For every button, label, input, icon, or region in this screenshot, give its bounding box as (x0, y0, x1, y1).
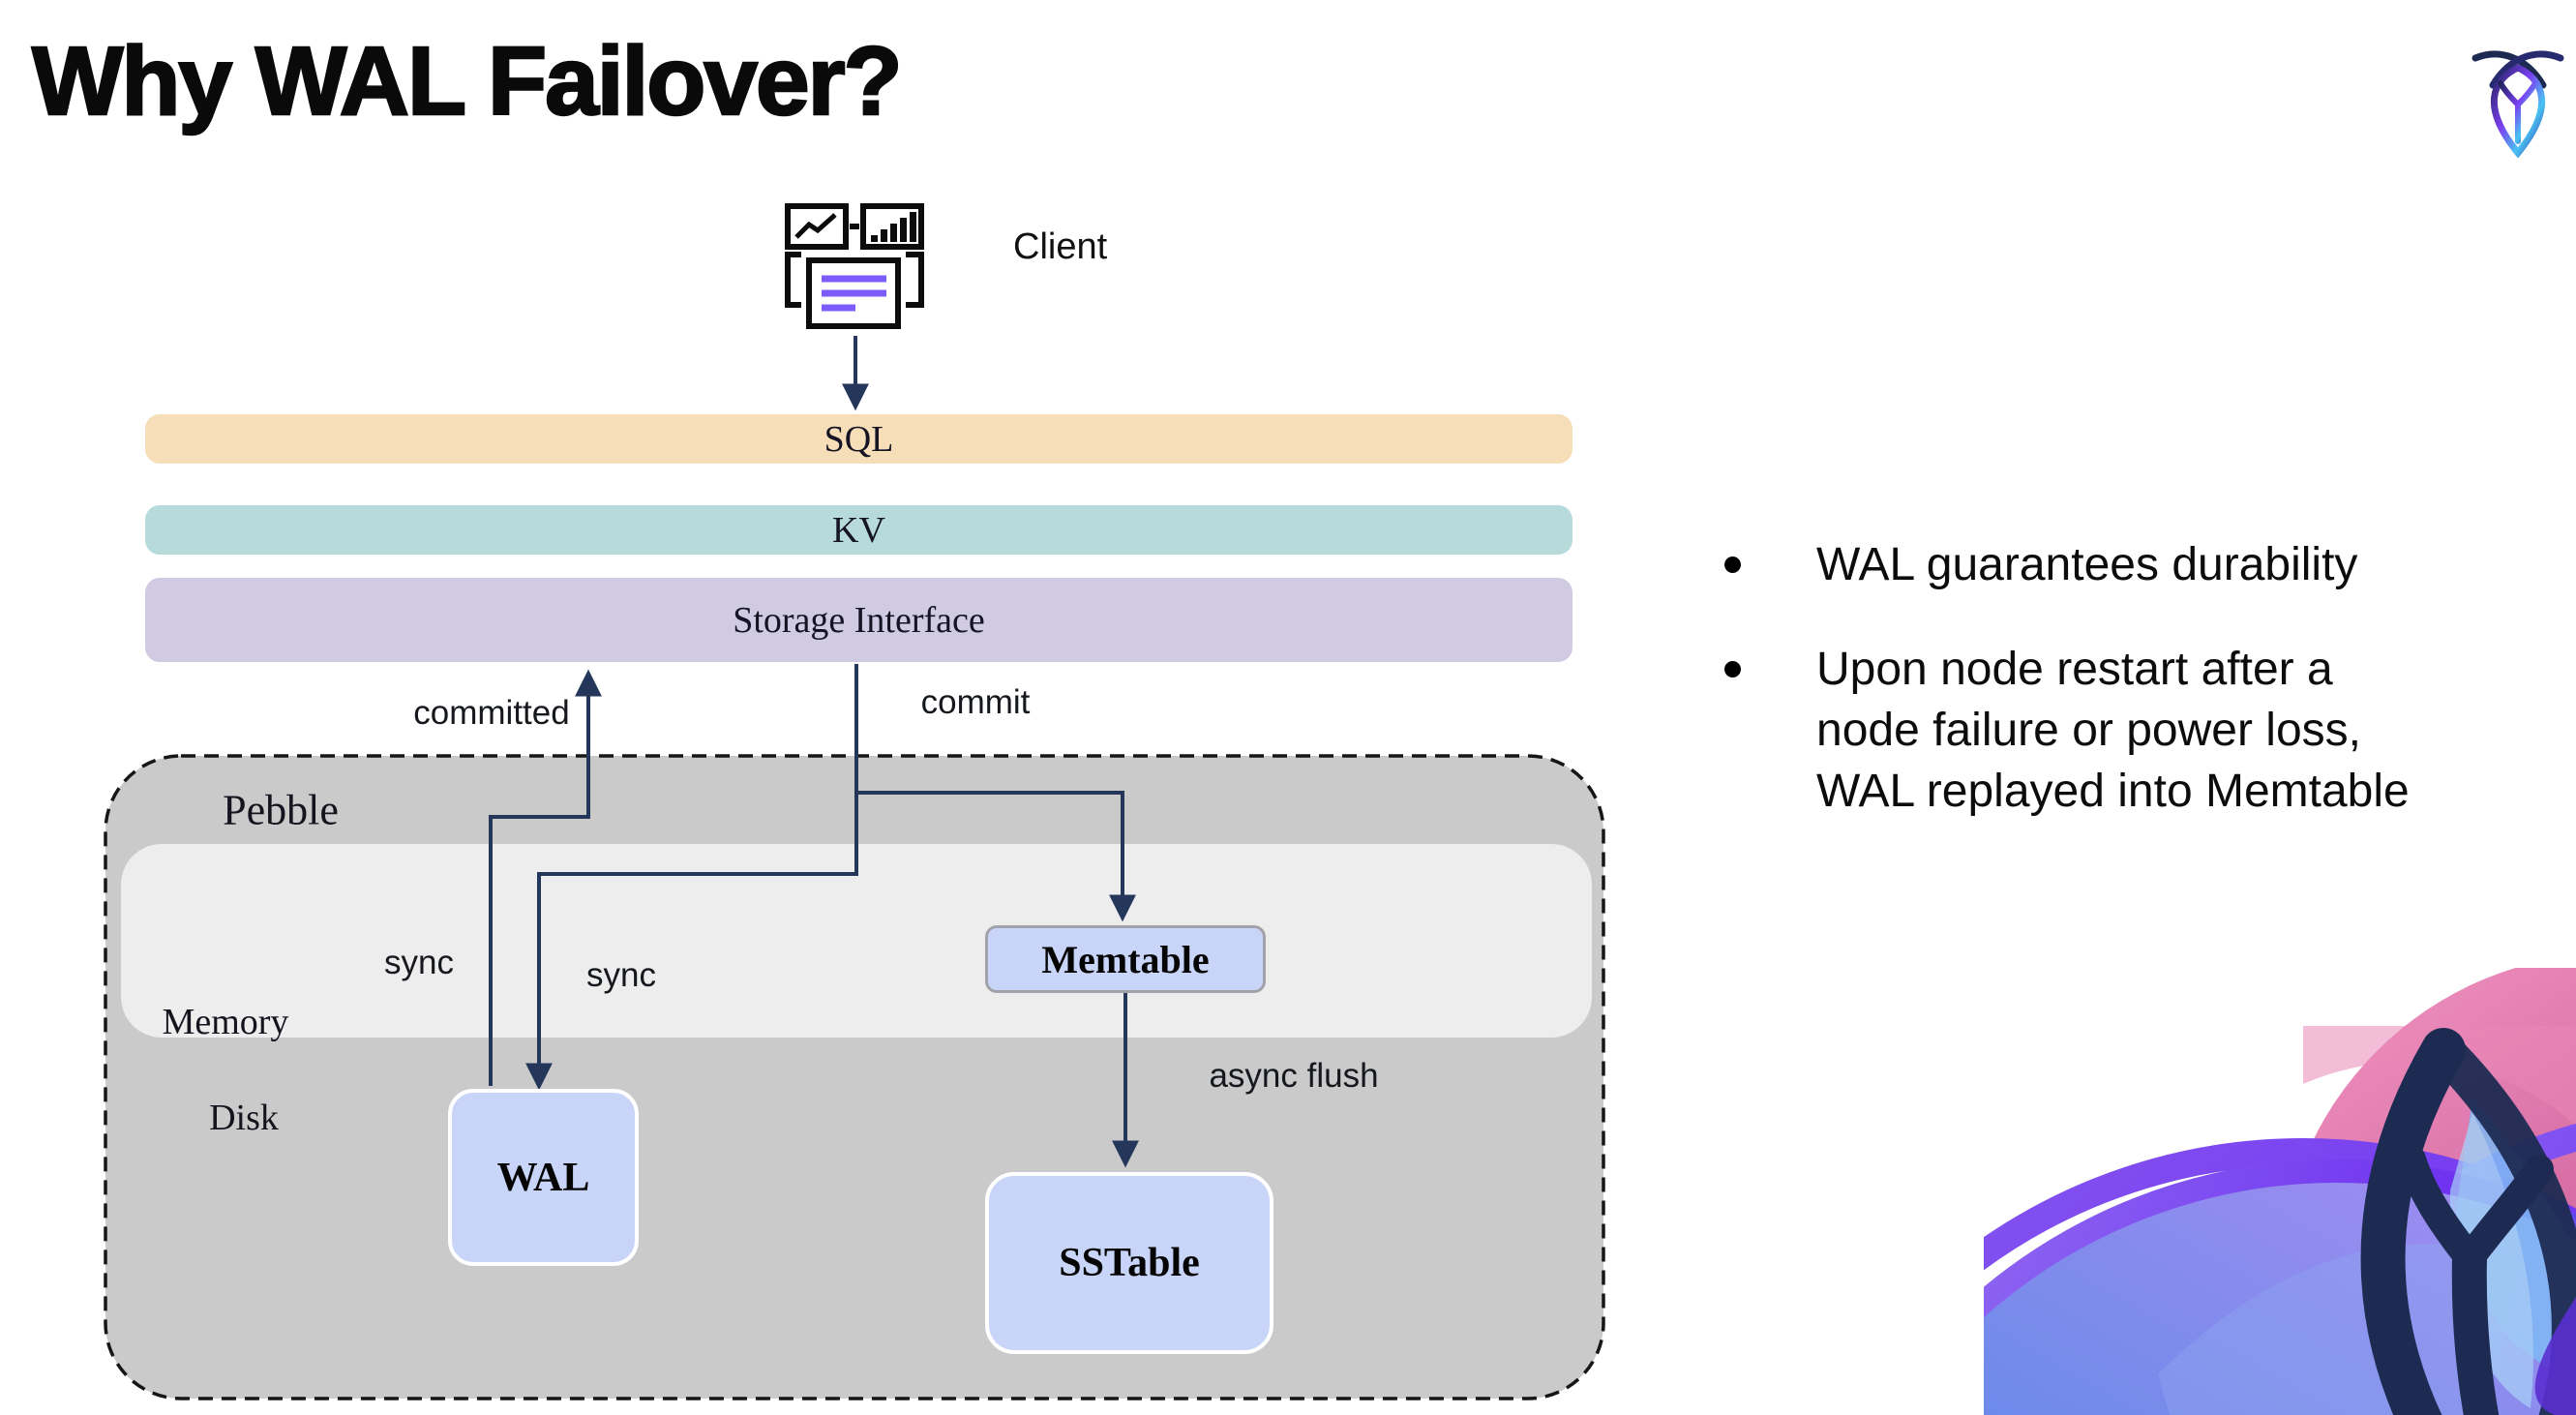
node-wal-label: WAL (496, 1155, 590, 1200)
bullet-text: WAL guarantees durability (1816, 539, 2358, 590)
node-memtable: Memtable (985, 925, 1266, 993)
edge-label-sync-left: sync (384, 944, 454, 981)
bar-chart-glyph (871, 212, 916, 242)
flow-arrows (489, 336, 1139, 1168)
node-sstable: SSTable (985, 1172, 1273, 1354)
node-memtable-label: Memtable (1041, 937, 1210, 981)
layer-bar-kv-label: KV (832, 509, 885, 551)
layer-bar-storage-label: Storage Interface (733, 599, 985, 641)
disk-label: Disk (209, 1098, 279, 1138)
slide-title: Why WAL Failover? (31, 26, 904, 137)
layer-bar-sql-label: SQL (824, 418, 894, 460)
brand-nebula-graphic (1984, 968, 2576, 1415)
edge-label-async-flush: async flush (1209, 1057, 1379, 1095)
node-sstable-label: SSTable (1059, 1241, 1200, 1285)
edge-storage-commit-to-wal (525, 664, 858, 1091)
cockroachdb-logo-icon (2471, 50, 2564, 159)
bullet-text: Upon node restart after a node failure o… (1816, 644, 2410, 817)
edge-commit-branch-to-memtable (856, 791, 1136, 922)
edge-wal-committed-to-storage (489, 669, 602, 1086)
bullet-list: WAL guarantees durability Upon node rest… (1724, 534, 2576, 865)
edge-label-committed: committed (413, 694, 570, 732)
layer-bar-storage-interface: Storage Interface (145, 578, 1573, 662)
edge-label-sync-right: sync (586, 956, 656, 994)
document-lines-glyph (822, 275, 886, 312)
client-label: Client (1013, 226, 1108, 267)
bullet-item: WAL guarantees durability (1724, 534, 2576, 595)
layer-bar-sql: SQL (145, 414, 1573, 464)
memory-label: Memory (162, 1002, 289, 1042)
bullet-item: Upon node restart after a node failure o… (1724, 639, 2576, 822)
client-workstation-icon (785, 203, 924, 329)
pebble-label: Pebble (223, 786, 339, 834)
layer-bar-kv: KV (145, 505, 1573, 555)
bullet-dot (1724, 557, 1741, 573)
bullet-dot (1724, 661, 1741, 677)
node-wal: WAL (448, 1089, 639, 1266)
edge-label-commit: commit (920, 683, 1031, 721)
